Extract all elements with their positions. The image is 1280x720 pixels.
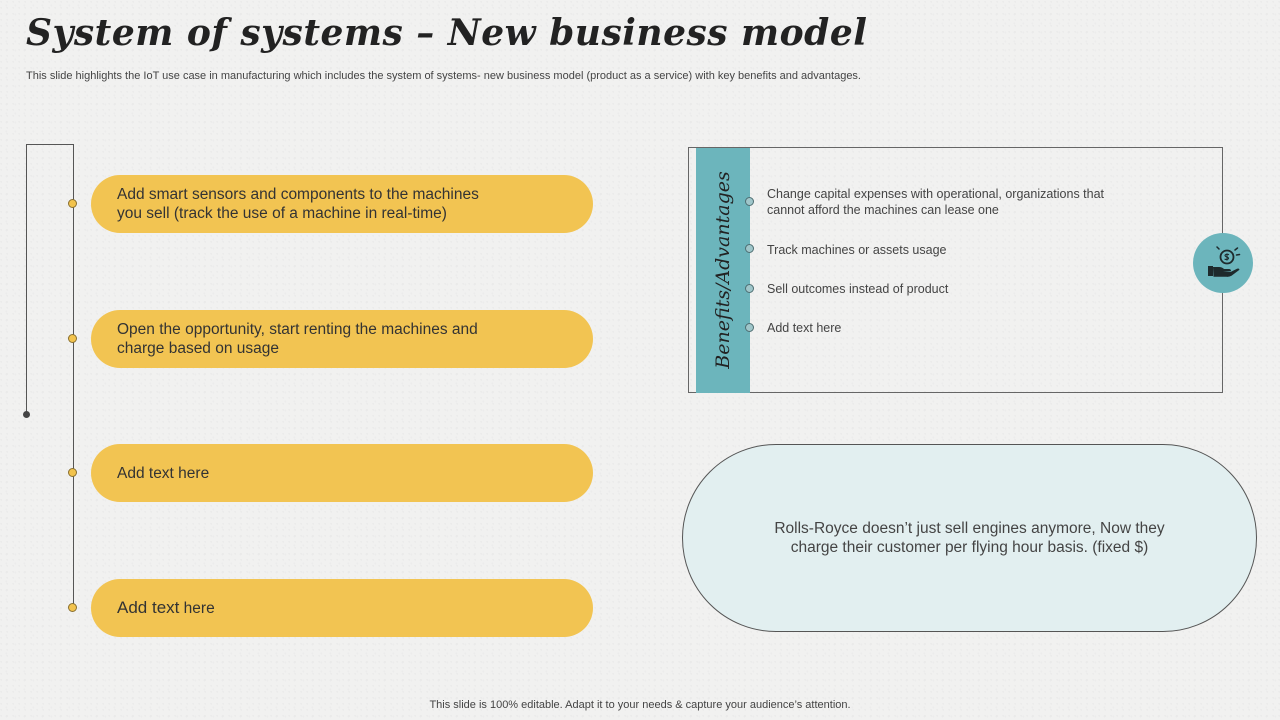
step-text-3: Add text here xyxy=(117,464,210,482)
step-pill-4: Add text here xyxy=(91,579,593,637)
benefit-item-1: Change capital expenses with operational… xyxy=(767,187,1105,217)
callout-oval: Rolls-Royce doesn’t just sell engines an… xyxy=(682,444,1257,632)
timeline-dot-1 xyxy=(68,199,77,208)
benefit-item-3: Sell outcomes instead of product xyxy=(767,282,949,296)
step-text-4: Add text here xyxy=(117,598,497,618)
benefit-item-4: Add text here xyxy=(767,321,842,335)
benefit-item-2: Track machines or assets usage xyxy=(767,243,947,257)
slide-subtitle: This slide highlights the IoT use case i… xyxy=(26,70,861,82)
step-pill-2: Open the opportunity, start renting the … xyxy=(91,310,593,368)
benefits-label: Benefits/Advantages xyxy=(712,171,734,369)
step-text-4-main: Add text xyxy=(117,598,180,617)
money-hand-icon xyxy=(1193,233,1253,293)
step-pill-3: Add text here xyxy=(91,444,593,502)
benefit-dot-3 xyxy=(745,284,754,293)
benefit-dot-4 xyxy=(745,323,754,332)
step-text-1: Add smart sensors and components to the … xyxy=(117,186,479,222)
benefits-box xyxy=(688,147,1223,393)
benefit-dot-2 xyxy=(745,244,754,253)
callout-text: Rolls-Royce doesn’t just sell engines an… xyxy=(774,520,1165,556)
timeline-top-line xyxy=(26,144,74,145)
timeline-end-dot xyxy=(23,411,30,418)
benefits-band xyxy=(696,148,750,393)
timeline-dot-4 xyxy=(68,603,77,612)
timeline-left-line xyxy=(26,144,27,414)
benefit-dot-1 xyxy=(745,197,754,206)
slide-title: System of systems – New business model xyxy=(26,12,868,54)
step-text-4-rest: here xyxy=(179,600,215,617)
footer-note: This slide is 100% editable. Adapt it to… xyxy=(429,699,851,711)
timeline-dot-3 xyxy=(68,468,77,477)
step-text-2: Open the opportunity, start renting the … xyxy=(117,321,478,357)
step-pill-1: Add smart sensors and components to the … xyxy=(91,175,593,233)
timeline-main-line xyxy=(73,144,74,610)
timeline-dot-2 xyxy=(68,334,77,343)
